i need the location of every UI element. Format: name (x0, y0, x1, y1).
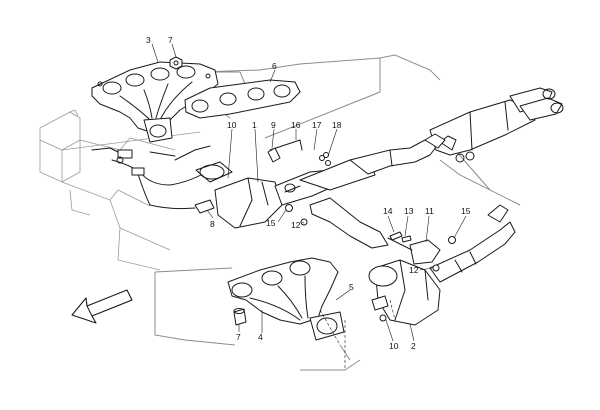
callout-15-left: 15 (266, 218, 276, 228)
callout-13: 13 (404, 206, 414, 216)
oxygen-sensor-harness (91, 139, 303, 214)
callout-leader-lines (151, 43, 467, 342)
callout-15-right: 15 (461, 206, 471, 216)
callout-17: 17 (312, 120, 322, 130)
intermediate-pipe-left (429, 204, 516, 283)
fasteners (285, 152, 456, 272)
callout-5: 5 (349, 282, 354, 292)
upper-exhaust-manifold (91, 61, 219, 143)
front-direction-arrow-icon (71, 289, 133, 324)
callout-7-lower: 7 (236, 332, 241, 342)
callout-3: 3 (146, 35, 151, 45)
assembly-centerlines (319, 299, 396, 370)
callout-2: 2 (411, 341, 416, 351)
lower-exhaust-manifold (227, 257, 345, 341)
manifold-nut-top (169, 56, 183, 70)
callout-7-top: 7 (168, 35, 173, 45)
callout-16: 16 (291, 120, 301, 130)
callout-11: 11 (425, 206, 434, 216)
callout-12-right: 12 (409, 265, 419, 275)
callout-10-lower: 10 (389, 341, 399, 351)
callout-14: 14 (383, 206, 393, 216)
callout-labels: 3 7 6 10 1 9 16 17 18 8 15 12 14 13 11 1… (146, 35, 471, 351)
manifold-stud-lower (233, 308, 247, 326)
callout-8: 8 (210, 219, 215, 229)
vehicle-frame-outline (39, 109, 201, 271)
manifold-gasket (184, 79, 301, 119)
intermediate-pipe-right (349, 139, 441, 175)
callout-9: 9 (271, 120, 276, 130)
callout-12-left: 12 (291, 220, 301, 230)
callout-10-top: 10 (227, 120, 237, 130)
callout-6: 6 (272, 61, 277, 71)
pipe-hanger-bracket (309, 197, 441, 265)
callout-18: 18 (332, 120, 342, 130)
callout-4: 4 (258, 332, 263, 342)
callout-1: 1 (252, 120, 257, 130)
rear-silencer (424, 87, 564, 163)
catalytic-converter-left (368, 259, 441, 326)
catalytic-converter-right (195, 159, 376, 229)
